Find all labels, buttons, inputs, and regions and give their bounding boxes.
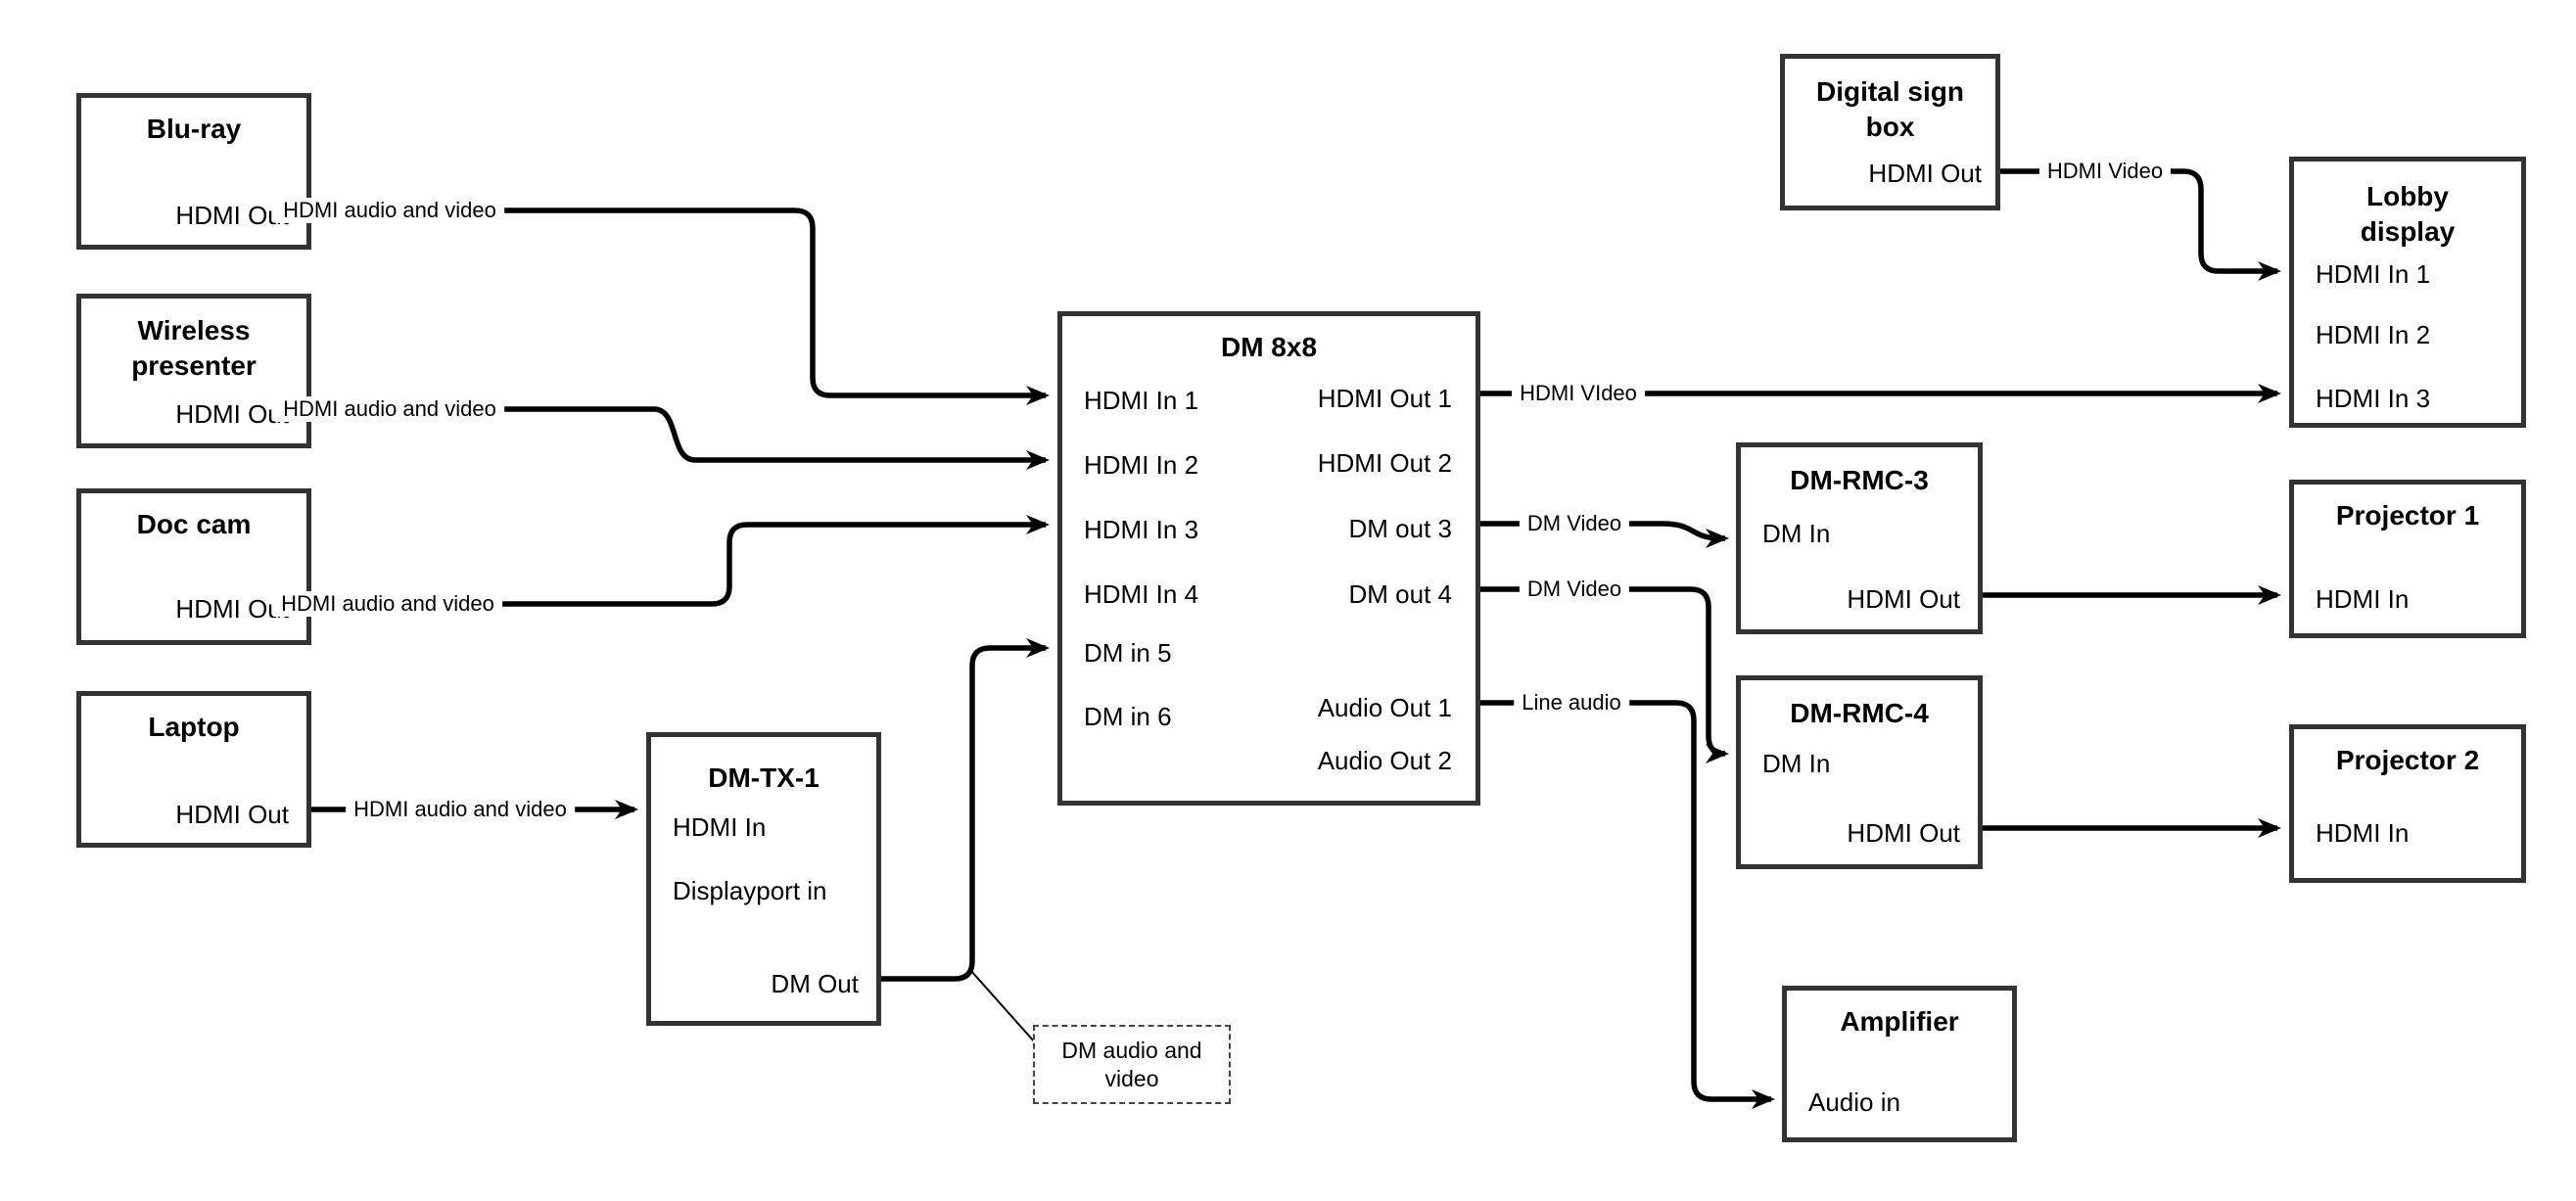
wire-dm8x8-audio1-to-amplifier[interactable] [1480,700,1775,1109]
wire-wireless-to-dm8x8-in2[interactable] [311,406,1050,470]
port-hdmi-in-4: HDMI In 4 [1084,579,1199,609]
wire-label-dm-video-1: DM Video [1519,511,1630,536]
note-line2: video [1104,1065,1159,1091]
port-hdmi-in-1: HDMI In 1 [2316,259,2431,289]
port-dm-in-6: DM in 6 [1084,702,1172,731]
node-title: Amplifier [1840,1006,1959,1037]
note-line1: DM audio and [1061,1037,1202,1063]
wire-dmtx1-to-dm8x8-in5[interactable] [881,638,1050,982]
node-title-line2: presenter [131,350,257,381]
node-dm-rmc-3[interactable]: DM-RMC-3 DM In HDMI Out [1736,442,1983,634]
wire-dm8x8-out3-to-rmc3[interactable] [1480,521,1729,548]
node-title: Projector 2 [2335,745,2480,775]
node-title: Blu-ray [146,114,242,144]
port-hdmi-out: HDMI Out [1868,159,1982,188]
node-blu-ray[interactable]: Blu-ray HDMI Out [76,93,311,250]
node-title: DM-RMC-3 [1790,465,1929,495]
port-hdmi-in: HDMI In [2316,584,2410,614]
node-projector-1[interactable]: Projector 1 HDMI In [2289,480,2526,638]
node-title-line2: box [1865,112,1915,142]
node-projector-2[interactable]: Projector 2 HDMI In [2289,724,2526,883]
port-hdmi-in-2: HDMI In 2 [2316,320,2431,349]
node-dm-8x8[interactable]: DM 8x8 HDMI In 1 HDMI In 2 HDMI In 3 HDM… [1057,311,1480,806]
port-audio-out-1: Audio Out 1 [1317,693,1452,722]
node-lobby-display[interactable]: Lobby display HDMI In 1 HDMI In 2 HDMI I… [2289,157,2526,428]
port-hdmi-in-2: HDMI In 2 [1084,450,1199,480]
port-dm-out-4: DM out 4 [1348,579,1453,609]
wire-digitalsign-to-lobby-in1[interactable] [2000,168,2281,281]
node-laptop[interactable]: Laptop HDMI Out [76,691,311,848]
node-title: Laptop [148,712,240,742]
port-hdmi-out-2: HDMI Out 2 [1317,448,1452,478]
node-wireless-presenter[interactable]: Wireless presenter HDMI Out [76,294,311,448]
port-hdmi-out: HDMI Out [1847,818,1960,848]
node-dm-tx-1[interactable]: DM-TX-1 HDMI In Displayport in DM Out [646,732,881,1026]
note-leader-line [970,970,1036,1043]
port-dm-in: DM In [1762,519,1831,548]
port-hdmi-in: HDMI In [673,812,767,842]
port-audio-out-2: Audio Out 2 [1317,746,1452,775]
port-hdmi-in-3: HDMI In 3 [2316,384,2431,413]
port-hdmi-out-1: HDMI Out 1 [1317,384,1452,413]
wire-label-dm-video-2: DM Video [1519,577,1630,602]
port-displayport-in: Displayport in [673,876,827,905]
node-title: Projector 1 [2335,500,2480,531]
wire-label-hdmi-audio-video-4: HDMI audio and video [346,797,575,822]
node-title: DM 8x8 [1220,332,1318,362]
port-dm-out: DM Out [771,969,859,998]
node-title: DM-TX-1 [708,762,820,793]
port-dm-in-5: DM in 5 [1084,638,1172,668]
node-title-line1: Digital sign [1816,76,1964,107]
wire-label-hdmi-audio-video-2: HDMI audio and video [275,396,504,422]
port-hdmi-in-3: HDMI In 3 [1084,515,1199,544]
wire-label-hdmi-video-sign: HDMI Video [2038,159,2172,184]
port-hdmi-out: HDMI Out [1847,584,1960,614]
port-hdmi-out: HDMI Out [175,201,289,230]
node-title-line1: Wireless [137,315,251,346]
wire-label-hdmi-audio-video-3: HDMI audio and video [273,591,502,617]
node-digital-sign-box[interactable]: Digital sign box HDMI Out [1780,54,2000,210]
wire-label-hdmi-audio-video-1: HDMI audio and video [275,198,504,223]
node-title-line2: display [2360,216,2456,247]
port-hdmi-in-1: HDMI In 1 [1084,386,1199,415]
wire-bluray-to-dm8x8-in1[interactable] [311,208,1050,405]
node-title: DM-RMC-4 [1790,698,1929,728]
node-dm-rmc-4[interactable]: DM-RMC-4 DM In HDMI Out [1736,675,1983,869]
wire-doccam-to-dm8x8-in3[interactable] [311,515,1050,607]
port-hdmi-in: HDMI In [2316,818,2410,848]
port-dm-in: DM In [1762,749,1831,778]
wire-dm8x8-out4-to-rmc4[interactable] [1480,586,1729,763]
node-title-line1: Lobby [2366,181,2449,211]
port-hdmi-out: HDMI Out [175,399,289,429]
node-doc-cam[interactable]: Doc cam HDMI Out [76,488,311,645]
node-title: Doc cam [136,509,252,539]
node-amplifier[interactable]: Amplifier Audio in [1782,986,2017,1142]
port-hdmi-out: HDMI Out [175,800,289,829]
port-audio-in: Audio in [1808,1087,1900,1117]
wire-label-line-audio: Line audio [1514,690,1629,716]
note-dm-audio-and-video[interactable]: DM audio and video [1033,1025,1231,1104]
port-dm-out-3: DM out 3 [1348,514,1453,543]
wire-label-hdmi-video-main: HDMI VIdeo [1512,381,1645,406]
port-hdmi-out: HDMI Out [175,594,289,624]
